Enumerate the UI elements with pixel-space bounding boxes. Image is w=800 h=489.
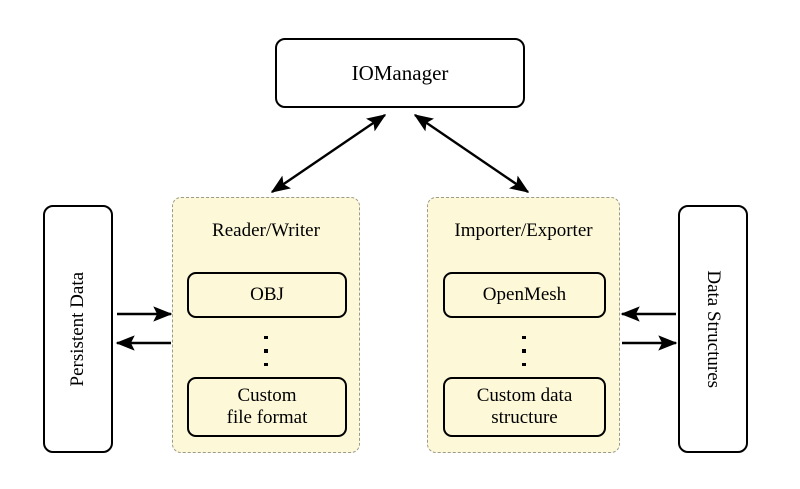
persistent-data-label: Persistent Data	[66, 271, 88, 387]
custom-data-structure-line1: Custom data	[476, 384, 573, 406]
custom-file-format-line2: file format	[226, 407, 308, 428]
group-reader-writer-title: Reader/Writer	[212, 220, 320, 241]
openmesh-label: OpenMesh	[482, 283, 567, 305]
custom-data-structure-line2: structure	[491, 407, 558, 428]
node-data-structures[interactable]: Data Structures	[678, 205, 748, 453]
arrow-manager-reader-writer	[270, 114, 387, 193]
node-iomanager[interactable]: IOManager	[275, 38, 525, 108]
node-custom-data-structure[interactable]: Custom data structure	[443, 377, 606, 437]
group-importer-exporter[interactable]: Importer/Exporter OpenMesh Custom data s…	[427, 197, 620, 453]
ellipsis-reader-writer	[264, 336, 268, 366]
custom-file-format-line1: Custom	[237, 384, 297, 406]
obj-label: OBJ	[250, 283, 284, 305]
group-importer-exporter-title: Importer/Exporter	[454, 220, 593, 241]
node-obj[interactable]: OBJ	[187, 272, 347, 318]
ellipsis-importer-exporter	[522, 336, 526, 366]
arrow-manager-importer-exporter	[413, 114, 530, 193]
node-custom-file-format[interactable]: Custom file format	[187, 377, 347, 437]
iomanager-label: IOManager	[351, 60, 449, 85]
group-reader-writer[interactable]: Reader/Writer OBJ Custom file format	[172, 197, 360, 453]
data-structures-label: Data Structures	[703, 270, 725, 388]
node-openmesh[interactable]: OpenMesh	[443, 272, 606, 318]
node-persistent-data[interactable]: Persistent Data	[43, 205, 113, 453]
